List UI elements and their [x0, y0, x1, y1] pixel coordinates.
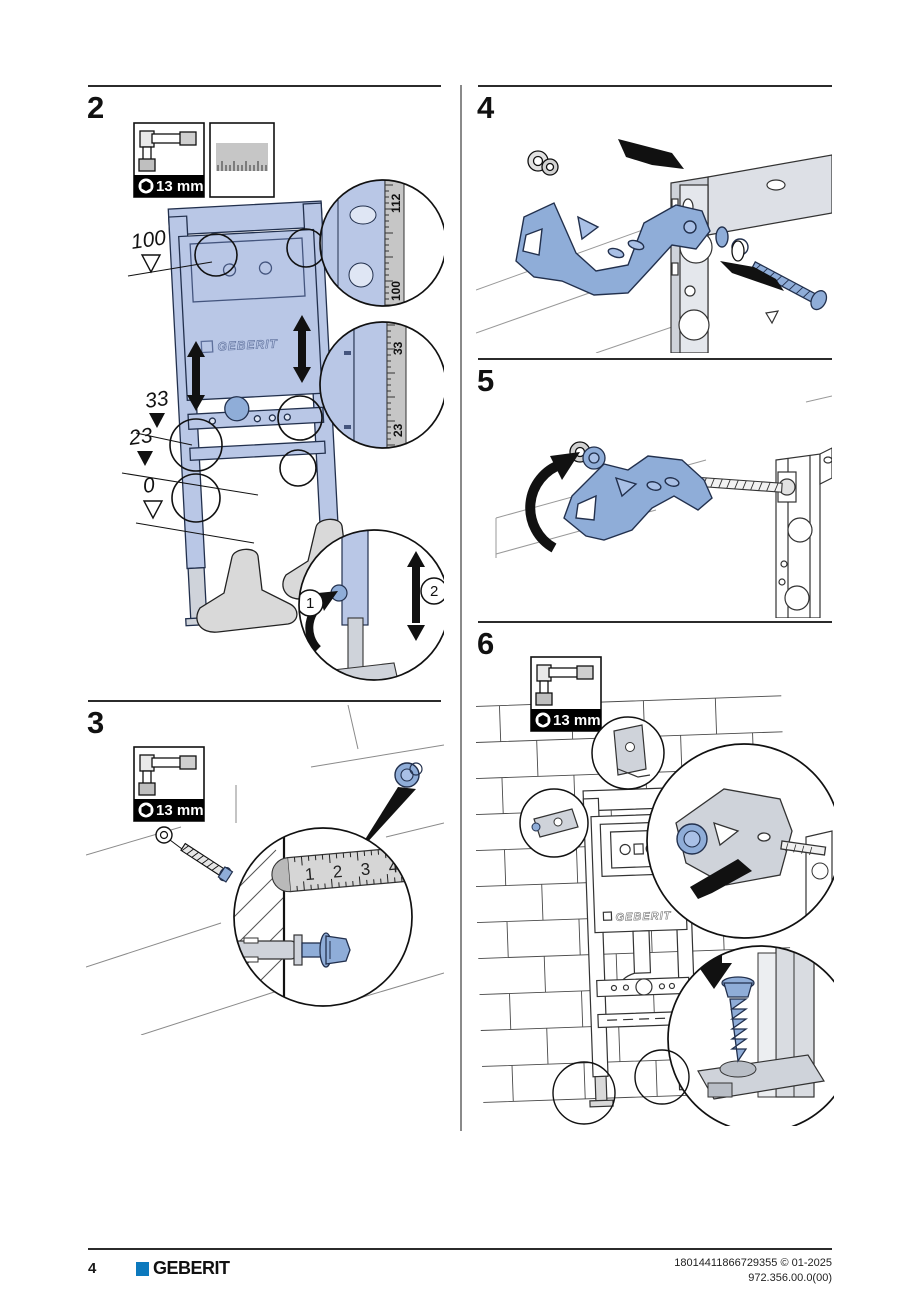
step-2-illustration: 13 mm GEBERIT — [121, 122, 444, 681]
frame-corner — [670, 154, 832, 353]
column-divider — [460, 85, 462, 1131]
ruler-value-23: 23 — [391, 423, 405, 437]
detail-circle-anchor: 1 2 3 4 — [233, 827, 413, 1007]
geberit-logo-square — [136, 1261, 149, 1276]
wall-bracket — [563, 455, 713, 541]
foot-screw — [721, 976, 755, 1063]
fixing-bolt — [720, 240, 828, 311]
tool-box-ruler — [209, 122, 275, 198]
socket-wrench-icon — [535, 664, 594, 706]
highlight-circles — [169, 228, 326, 523]
socket-size-label: 13 mm — [553, 712, 601, 729]
detail-circle-foot-screw — [667, 945, 834, 1126]
detail-circle-bracket-top — [591, 716, 665, 790]
ruler-value-100: 100 — [389, 281, 403, 301]
step-6-number: 6 — [477, 626, 495, 661]
ruler3-3: 3 — [360, 860, 371, 880]
cistern-brand-text-6: GEBERIT — [615, 910, 672, 924]
wall-bracket — [515, 202, 749, 296]
ruler3-4: 4 — [388, 857, 399, 877]
geberit-logo: GEBERIT — [136, 1258, 230, 1279]
hat-bracket — [675, 788, 827, 886]
height-adjust-arrows — [187, 315, 311, 411]
detail-circle-bracket-left — [519, 788, 589, 858]
ruler3-1: 1 — [304, 864, 315, 884]
nut-and-washer — [527, 150, 559, 176]
footer-page-number: 4 — [88, 1260, 97, 1277]
cistern-brand-text: GEBERIT — [217, 337, 279, 354]
dimension-marks: 100 33 23 0 — [121, 226, 259, 544]
dim-100: 100 — [129, 226, 167, 254]
doc-number-line2: 972.356.00.0(00) — [748, 1271, 832, 1284]
ruler3-2: 2 — [332, 862, 343, 882]
size-banner — [134, 175, 204, 197]
press-arrow — [690, 859, 752, 899]
step-4-number: 4 — [477, 90, 495, 125]
folding-ruler: 1 2 3 4 — [271, 846, 412, 893]
dim-23: 23 — [127, 424, 155, 450]
step-4-illustration — [476, 139, 832, 353]
doc-number-line1: 18014411866729355 © 01-2025 — [674, 1257, 832, 1269]
step-5-number: 5 — [477, 363, 495, 398]
callout-pointer — [354, 787, 416, 857]
screw-head-callout — [354, 762, 423, 857]
step-3-number: 3 — [87, 705, 105, 740]
socket-wrench-icon — [138, 130, 197, 172]
anchor-screw — [180, 842, 234, 883]
ruler-value-112: 112 — [389, 193, 403, 213]
footer-rule — [88, 1248, 832, 1250]
tool-box-socket: 13 mm — [133, 122, 205, 198]
step-3-rule — [88, 700, 441, 702]
tool-box-socket: 13 mm — [133, 746, 205, 822]
socket-wrench-icon — [138, 754, 197, 796]
detail-circle-bracket-fix — [646, 743, 834, 939]
washer — [155, 826, 173, 844]
step-5-illustration — [495, 395, 832, 618]
frame-rail — [775, 447, 832, 618]
socket-size-label: 13 mm — [156, 802, 204, 819]
step-5-rule — [478, 358, 832, 360]
detail-circle-ruler-top: 112 100 — [319, 179, 444, 307]
callout-1: 1 — [306, 595, 314, 612]
cistern: GEBERIT — [178, 228, 323, 402]
tool-box-socket: 13 mm — [530, 656, 602, 732]
step-2-number: 2 — [87, 90, 105, 125]
ruler-value-33: 33 — [391, 341, 405, 355]
wall-block-lines — [86, 705, 444, 1035]
detail-circle-foot-adjust: 1 2 — [298, 529, 444, 681]
flush-bend-fitting — [224, 396, 250, 422]
step-2-rule — [88, 85, 441, 87]
wall-plug — [234, 934, 303, 966]
step-6-rule — [478, 621, 832, 623]
callout-2: 2 — [430, 583, 438, 600]
step-4-rule — [478, 85, 832, 87]
detail-circle-ruler-mid: 33 23 — [319, 321, 444, 449]
hex-flange-bolt — [301, 932, 351, 968]
foot-slide-arrow — [407, 551, 425, 641]
socket-size-label: 13 mm — [156, 178, 204, 195]
folding-ruler-icon — [216, 143, 268, 171]
dim-0: 0 — [141, 474, 156, 498]
document-numbers: 18014411866729355 © 01-2025 972.356.00.0… — [674, 1256, 832, 1286]
geberit-logo-text: GEBERIT — [153, 1258, 230, 1278]
step-6-illustration: 13 mm GEBERIT — [476, 656, 834, 1126]
step-3-illustration: 13 mm — [86, 705, 444, 1035]
bolt-arrow — [720, 261, 784, 291]
foot-highlight-circles — [552, 1049, 690, 1125]
rotate-arrow — [525, 452, 580, 553]
dim-33: 33 — [143, 387, 170, 413]
insert-arrow — [618, 139, 684, 169]
